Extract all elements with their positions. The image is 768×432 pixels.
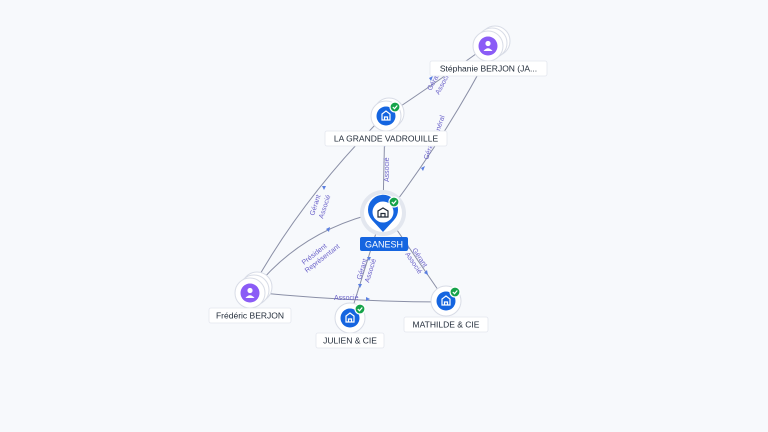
checkmark-icon — [357, 307, 363, 312]
node-label-box — [360, 237, 408, 251]
node-label: LA GRANDE VADROUILLE — [334, 134, 439, 144]
node-label-box — [208, 307, 292, 324]
node-label: Stéphanie BERJON (JA... — [440, 64, 537, 74]
verified-badge-icon — [449, 286, 461, 298]
node-label: GANESH — [365, 240, 403, 250]
edge-label: Associé — [334, 295, 359, 302]
node-julien[interactable]: JULIEN & CIE — [315, 302, 385, 349]
building-icon — [377, 207, 389, 218]
edge-frederic-mathilde — [251, 291, 446, 303]
node-label-box — [315, 332, 385, 349]
node-label: Frédéric BERJON — [216, 311, 284, 321]
arrow-marker — [326, 227, 330, 232]
node-stephanie[interactable]: Stéphanie BERJON (JA... — [429, 25, 548, 77]
arrow-marker — [367, 257, 371, 261]
verified-badge-icon — [389, 101, 401, 113]
checkmark-icon — [452, 290, 458, 295]
building-icon — [436, 291, 456, 311]
node-label: MATHILDE & CIE — [413, 320, 480, 330]
node-label-box — [429, 60, 548, 77]
node-label-box — [324, 130, 448, 147]
arrow-marker — [366, 297, 370, 301]
building-icon — [340, 308, 360, 328]
arrow-marker — [429, 76, 433, 81]
edge-label: Associé — [384, 157, 391, 182]
arrow-marker — [421, 166, 425, 171]
node-mathilde[interactable]: MATHILDE & CIE — [403, 285, 489, 333]
node-ganesh[interactable]: GANESH — [360, 190, 408, 251]
checkmark-icon — [391, 200, 397, 205]
node-label-box — [403, 316, 489, 333]
person-icon-head — [485, 40, 491, 47]
arrow-marker — [358, 284, 362, 288]
verified-badge-icon — [354, 303, 366, 315]
checkmark-icon — [392, 105, 398, 110]
node-label: JULIEN & CIE — [323, 336, 377, 346]
building-icon — [376, 106, 396, 126]
building-icon-glyph — [441, 295, 451, 306]
building-icon-glyph — [381, 110, 391, 121]
person-icon-body — [483, 48, 493, 51]
node-frederic[interactable]: Frédéric BERJON — [208, 271, 292, 324]
person-icon-body — [245, 295, 255, 298]
building-icon-glyph — [345, 312, 355, 323]
verified-badge-icon — [388, 196, 400, 208]
arrow-marker — [424, 270, 428, 275]
arrow-marker — [322, 186, 326, 190]
person-icon-head — [247, 287, 253, 294]
node-la-grande-vadrouille[interactable]: LA GRANDE VADROUILLE — [324, 97, 448, 147]
